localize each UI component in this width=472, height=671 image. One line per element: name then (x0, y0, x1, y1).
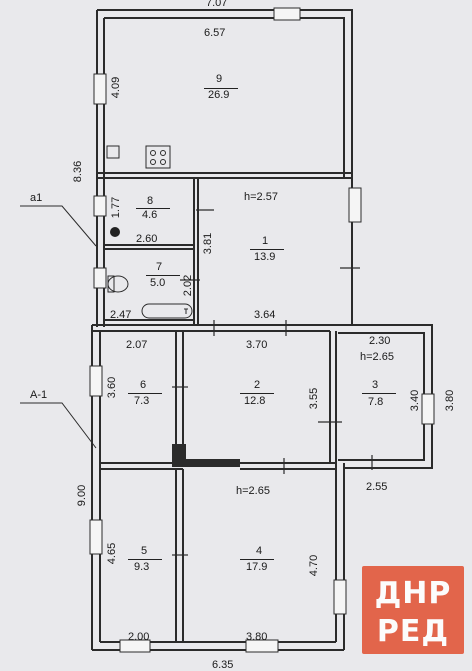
dim-bottom-overall: 6.35 (212, 659, 234, 671)
ceiling-height-lower: h=2.65 (236, 485, 270, 497)
dim-room8-width: 2.60 (136, 233, 158, 245)
bathtub (141, 303, 193, 319)
room-area: 9.3 (134, 561, 150, 573)
window-bottom-4 (245, 639, 279, 653)
dim-room2-height: 3.55 (308, 387, 321, 410)
ceiling-height-room3: h=2.65 (360, 351, 394, 363)
room-area: 13.9 (254, 251, 276, 263)
dim-room8-height: 1.77 (110, 196, 123, 219)
room-area: 4.6 (142, 209, 158, 221)
toilet (107, 275, 129, 293)
ceiling-height-upper: h=2.57 (244, 191, 278, 203)
dim-room7-width: 2.47 (110, 309, 132, 321)
label-a1: a1 (30, 192, 43, 204)
window-room8 (93, 195, 107, 217)
dim-room4-width: 3.80 (246, 631, 268, 643)
dim-room1-partition: 3.81 (202, 232, 215, 255)
dim-room5-width: 2.00 (128, 631, 150, 643)
room-number: 9 (216, 73, 223, 85)
window-room9-left (93, 73, 107, 105)
dim-top-overall: 7.07 (206, 0, 228, 9)
wall-outline-upper (97, 9, 353, 325)
dim-room5-height: 4.65 (106, 542, 119, 565)
dim-room9-height: 4.09 (110, 76, 123, 99)
watermark-line1: ДНР (374, 576, 452, 611)
boiler (110, 227, 120, 237)
dim-room6-width: 2.07 (126, 339, 148, 351)
sink (106, 145, 120, 159)
dim-room4-height: 4.70 (308, 554, 321, 577)
room-area: 5.0 (150, 277, 166, 289)
dim-left-lower: 9.00 (76, 484, 89, 507)
window-room4 (333, 579, 347, 615)
window-room5 (89, 519, 103, 555)
watermark-line2: РЕД (376, 614, 450, 649)
dim-room2-width: 3.70 (246, 339, 268, 351)
dim-room6-height: 3.60 (106, 376, 119, 399)
room-number: 1 (262, 235, 269, 247)
window-room1 (348, 187, 362, 223)
room-number: 8 (147, 195, 154, 207)
room-number: 6 (140, 379, 147, 391)
dim-room7-height: 2.02 (182, 274, 195, 297)
window-room6 (89, 365, 103, 397)
dim-left-overall: 8.36 (72, 160, 85, 183)
room-number: 5 (141, 545, 148, 557)
wall-room8-7 (104, 244, 194, 250)
window-top (273, 7, 301, 21)
room-area: 7.8 (368, 396, 384, 408)
dim-top-room9: 6.57 (204, 27, 226, 39)
room-number: 2 (254, 379, 261, 391)
room-number: 3 (372, 379, 379, 391)
window-room7 (93, 267, 107, 289)
dim-room3-width: 2.30 (369, 335, 391, 347)
dim-room3-bottom: 2.55 (366, 481, 388, 493)
wall-room8-right (193, 178, 199, 325)
room-area: 17.9 (246, 561, 268, 573)
room-number: 4 (256, 545, 263, 557)
watermark-logo: ДНР РЕД (362, 566, 464, 654)
dim-room3-inner: 3.40 (409, 389, 422, 412)
dim-room1-width: 3.64 (254, 309, 276, 321)
chimney (172, 444, 240, 467)
dim-room3-outer: 3.80 (444, 389, 457, 412)
label-A1: A-1 (30, 389, 48, 401)
room-area: 12.8 (244, 395, 266, 407)
wall-room9-bottom (97, 172, 352, 179)
window-bottom-5 (119, 639, 151, 653)
room-area: 7.3 (134, 395, 150, 407)
window-room3 (421, 393, 435, 425)
wall-middle (92, 324, 352, 332)
room-number: 7 (156, 261, 163, 273)
stove (145, 145, 171, 169)
room-area: 26.9 (208, 89, 230, 101)
